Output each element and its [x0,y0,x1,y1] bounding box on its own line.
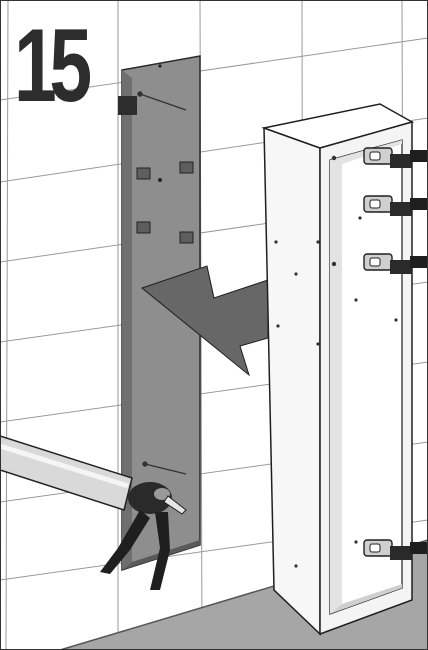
step-number: 15 [14,14,85,118]
step-number-dot [118,96,137,115]
fixing-hole [158,178,162,182]
adhesive-pad [137,222,150,233]
fixing-hole [158,64,161,67]
adhesive-pad [137,168,150,179]
adhesive-pad [180,162,193,173]
adhesive-pad [180,232,193,243]
